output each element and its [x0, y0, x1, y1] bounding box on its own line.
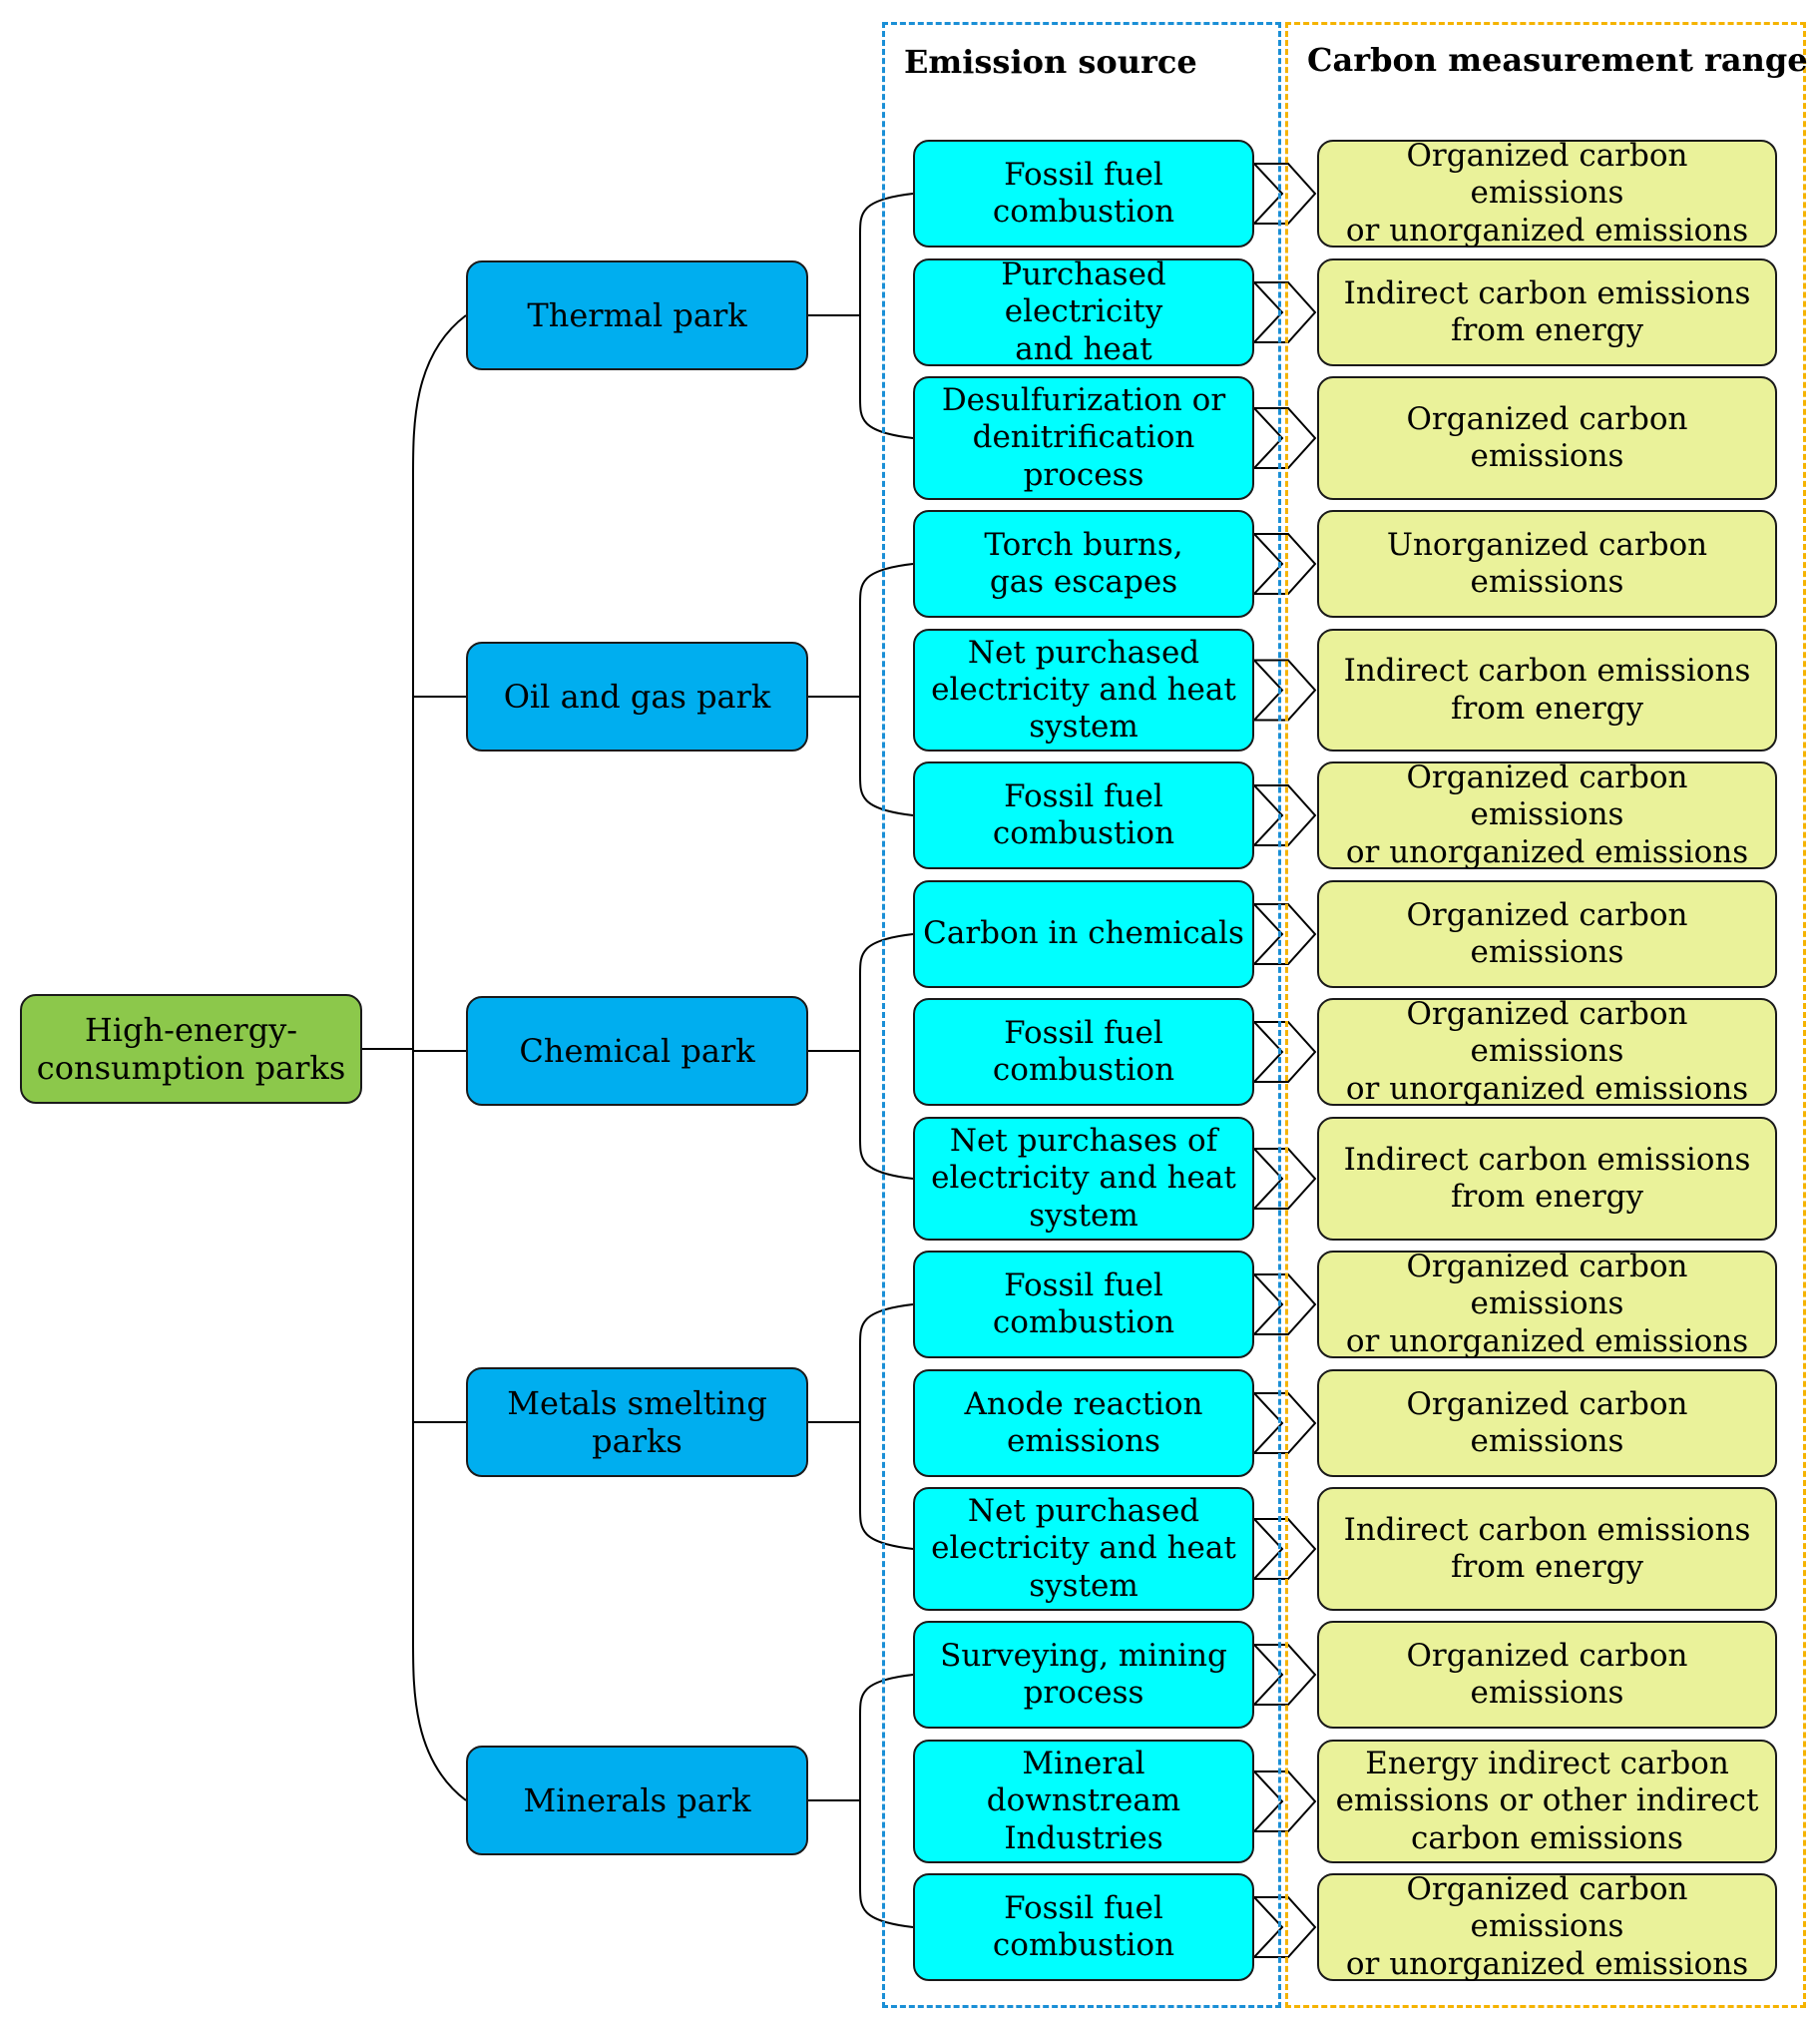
range-node-2-2-label: Indirect carbon emissions from energy	[1343, 1141, 1751, 1215]
range-node-0-2-label: Organized carbon emissions	[1406, 400, 1688, 474]
main-spine	[412, 314, 467, 1801]
park-node-2: Chemical park	[466, 996, 808, 1106]
source-node-4-1-label: Mineral downstream Industries	[986, 1746, 1181, 1856]
source-node-4-1: Mineral downstream Industries	[913, 1740, 1254, 1863]
park-node-2-label: Chemical park	[519, 1031, 755, 1070]
emission-source-header: Emission source	[904, 43, 1197, 81]
arrow-chevron-2-0	[1251, 903, 1317, 965]
arrow-chevron-0-0	[1251, 163, 1317, 225]
park-bracket-0	[859, 193, 914, 439]
arrow-chevron-1-1	[1251, 659, 1317, 722]
arrow-chevron-1-2	[1251, 784, 1317, 846]
range-node-1-0: Unorganized carbon emissions	[1317, 510, 1777, 618]
source-node-0-1-label: Purchased electricity and heat	[1001, 256, 1166, 367]
source-node-2-2-label: Net purchases of electricity and heat sy…	[931, 1123, 1236, 1234]
range-node-2-2: Indirect carbon emissions from energy	[1317, 1117, 1777, 1241]
arrow-chevron-3-1	[1251, 1392, 1317, 1454]
range-node-1-2-label: Organized carbon emissions or unorganize…	[1345, 759, 1749, 870]
range-node-1-1-label: Indirect carbon emissions from energy	[1343, 653, 1751, 727]
range-node-0-0: Organized carbon emissions or unorganize…	[1317, 138, 1777, 249]
source-node-1-2-label: Fossil fuel combustion	[992, 777, 1175, 851]
source-node-0-1: Purchased electricity and heat	[913, 256, 1254, 367]
range-node-0-1-label: Indirect carbon emissions from energy	[1343, 274, 1751, 348]
arrow-chevron-4-2	[1251, 1896, 1317, 1958]
source-node-2-0-label: Carbon in chemicals	[923, 915, 1244, 952]
range-node-3-2-label: Indirect carbon emissions from energy	[1343, 1511, 1751, 1585]
range-node-4-1: Energy indirect carbon emissions or othe…	[1317, 1740, 1777, 1863]
arrow-chevron-0-2	[1251, 407, 1317, 469]
range-node-2-1-label: Organized carbon emissions or unorganize…	[1345, 996, 1749, 1107]
range-node-4-0: Organized carbon emissions	[1317, 1621, 1777, 1729]
arrow-chevron-1-0	[1251, 533, 1317, 595]
park-node-3: Metals smelting parks	[466, 1367, 808, 1477]
source-node-3-1: Anode reaction emissions	[913, 1369, 1254, 1477]
range-node-4-2-label: Organized carbon emissions or unorganize…	[1345, 1871, 1749, 1982]
range-node-2-0: Organized carbon emissions	[1317, 880, 1777, 988]
root-node-high-energy-parks: High-energy- consumption parks	[20, 994, 362, 1104]
arrow-chevron-2-1	[1251, 1021, 1317, 1083]
source-node-0-2: Desulfurization or denitrification proce…	[913, 376, 1254, 500]
source-node-0-2-label: Desulfurization or denitrification proce…	[941, 382, 1226, 493]
range-node-3-0-label: Organized carbon emissions or unorganize…	[1345, 1249, 1749, 1359]
arrow-chevron-4-0	[1251, 1644, 1317, 1706]
source-node-1-1: Net purchased electricity and heat syste…	[913, 629, 1254, 752]
range-node-1-2: Organized carbon emissions or unorganize…	[1317, 759, 1777, 870]
measurement-range-header: Carbon measurement range	[1307, 41, 1808, 79]
range-node-3-2: Indirect carbon emissions from energy	[1317, 1487, 1777, 1611]
source-node-3-2: Net purchased electricity and heat syste…	[913, 1487, 1254, 1611]
source-node-4-2: Fossil fuel combustion	[913, 1873, 1254, 1981]
source-node-1-1-label: Net purchased electricity and heat syste…	[931, 634, 1236, 746]
park-bracket-4	[859, 1674, 914, 1928]
park-node-1-label: Oil and gas park	[503, 677, 771, 716]
park-bracket-3	[859, 1303, 914, 1550]
source-node-2-1-label: Fossil fuel combustion	[992, 1014, 1175, 1088]
arrow-chevron-0-1	[1251, 281, 1317, 343]
range-node-4-2: Organized carbon emissions or unorganize…	[1317, 1871, 1777, 1982]
park-node-0-label: Thermal park	[527, 295, 747, 334]
emission-source-frame	[882, 22, 1281, 2008]
park-node-3-label: Metals smelting parks	[507, 1383, 767, 1460]
range-node-4-1-label: Energy indirect carbon emissions or othe…	[1335, 1746, 1759, 1856]
source-node-1-0: Torch burns, gas escapes	[913, 510, 1254, 618]
root-node-label: High-energy- consumption parks	[36, 1010, 346, 1087]
range-node-3-1: Organized carbon emissions	[1317, 1369, 1777, 1477]
park-node-1: Oil and gas park	[466, 642, 808, 752]
source-node-4-0: Surveying, mining process	[913, 1621, 1254, 1729]
source-node-4-2-label: Fossil fuel combustion	[992, 1889, 1175, 1963]
range-node-0-1: Indirect carbon emissions from energy	[1317, 258, 1777, 366]
source-node-2-2: Net purchases of electricity and heat sy…	[913, 1117, 1254, 1241]
arrow-chevron-2-2	[1251, 1148, 1317, 1210]
park-bracket-1	[859, 563, 914, 816]
park-node-4: Minerals park	[466, 1746, 808, 1855]
source-node-3-0-label: Fossil fuel combustion	[992, 1266, 1175, 1340]
range-node-0-0-label: Organized carbon emissions or unorganize…	[1345, 138, 1749, 249]
source-node-1-0-label: Torch burns, gas escapes	[984, 526, 1183, 600]
park-node-4-label: Minerals park	[523, 1780, 751, 1819]
source-node-3-2-label: Net purchased electricity and heat syste…	[931, 1493, 1236, 1604]
park-bracket-2	[859, 933, 914, 1180]
range-node-1-1: Indirect carbon emissions from energy	[1317, 629, 1777, 752]
range-node-4-0-label: Organized carbon emissions	[1406, 1637, 1688, 1711]
source-node-0-0: Fossil fuel combustion	[913, 140, 1254, 248]
range-node-0-2: Organized carbon emissions	[1317, 376, 1777, 500]
source-node-2-0: Carbon in chemicals	[913, 880, 1254, 988]
range-node-2-0-label: Organized carbon emissions	[1406, 896, 1688, 970]
source-node-2-1: Fossil fuel combustion	[913, 998, 1254, 1106]
measurement-range-frame	[1285, 22, 1806, 2008]
source-node-3-0: Fossil fuel combustion	[913, 1251, 1254, 1358]
park-node-0: Thermal park	[466, 260, 808, 370]
range-node-1-0-label: Unorganized carbon emissions	[1386, 526, 1708, 600]
range-node-3-0: Organized carbon emissions or unorganize…	[1317, 1249, 1777, 1359]
source-node-0-0-label: Fossil fuel combustion	[992, 156, 1175, 230]
source-node-3-1-label: Anode reaction emissions	[964, 1385, 1203, 1459]
source-node-4-0-label: Surveying, mining process	[940, 1637, 1227, 1711]
range-node-3-1-label: Organized carbon emissions	[1406, 1385, 1688, 1459]
arrow-chevron-3-0	[1251, 1273, 1317, 1335]
arrow-chevron-3-2	[1251, 1518, 1317, 1580]
range-node-2-1: Organized carbon emissions or unorganize…	[1317, 996, 1777, 1107]
arrow-chevron-4-1	[1251, 1770, 1317, 1832]
source-node-1-2: Fossil fuel combustion	[913, 761, 1254, 869]
